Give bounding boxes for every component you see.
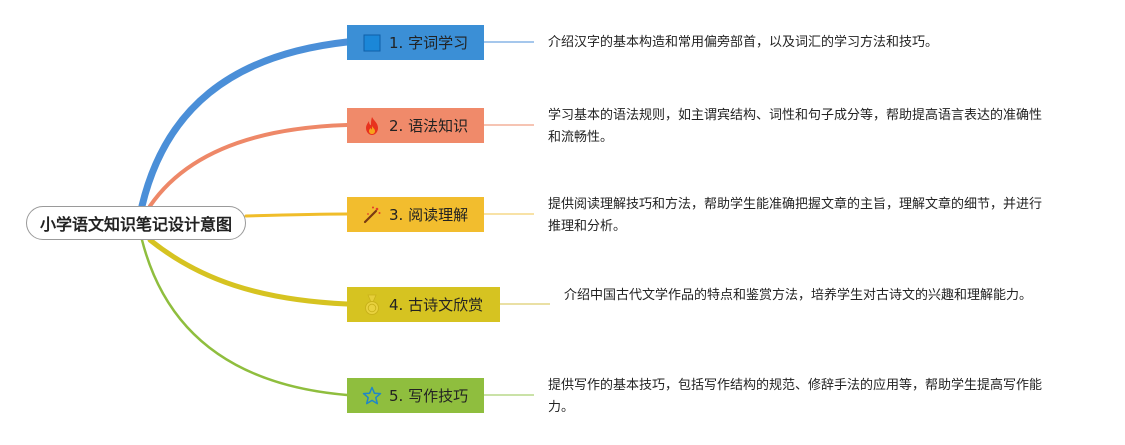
branch-3[interactable]: 3. 阅读理解 (347, 197, 484, 232)
connector-1 (138, 38, 351, 210)
branch-1-label: 1. 字词学习 (389, 34, 469, 52)
root-topic[interactable]: 小学语文知识笔记设计意图 (26, 206, 246, 240)
fire-icon (361, 115, 383, 137)
branch-5-label: 5. 写作技巧 (389, 387, 469, 405)
branch-1[interactable]: 1. 字词学习 (347, 25, 484, 60)
connector-3 (244, 212, 349, 218)
branch-2-description: 学习基本的语法规则，如主谓宾结构、词性和句子成分等，帮助提高语言表达的准确性和流… (548, 108, 1043, 145)
star-outline-icon (361, 385, 383, 407)
branch-4-label: 4. 古诗文欣赏 (389, 296, 484, 314)
branch-3-description: 提供阅读理解技巧和方法，帮助学生能准确把握文章的主旨，理解文章的细节，并进行推理… (548, 197, 1043, 234)
medal-icon (361, 294, 383, 316)
branch-5[interactable]: 5. 写作技巧 (347, 378, 484, 413)
branch-4[interactable]: 4. 古诗文欣赏 (347, 287, 500, 322)
branch-2[interactable]: 2. 语法知识 (347, 108, 484, 143)
branch-5-description: 提供写作的基本技巧，包括写作结构的规范、修辞手法的应用等，帮助学生提高写作能力。 (548, 378, 1043, 415)
connector-4 (147, 237, 350, 307)
blue-square-icon (361, 32, 383, 54)
connector-2 (148, 123, 349, 208)
root-title: 小学语文知识笔记设计意图 (39, 217, 232, 234)
connector-5 (140, 238, 349, 397)
magic-wand-icon (361, 204, 383, 226)
branch-2-label: 2. 语法知识 (389, 117, 469, 135)
branch-3-label: 3. 阅读理解 (389, 206, 469, 224)
branch-1-description: 介绍汉字的基本构造和常用偏旁部首，以及词汇的学习方法和技巧。 (548, 35, 939, 50)
branch-4-description: 介绍中国古代文学作品的特点和鉴赏方法，培养学生对古诗文的兴趣和理解能力。 (564, 288, 1033, 303)
